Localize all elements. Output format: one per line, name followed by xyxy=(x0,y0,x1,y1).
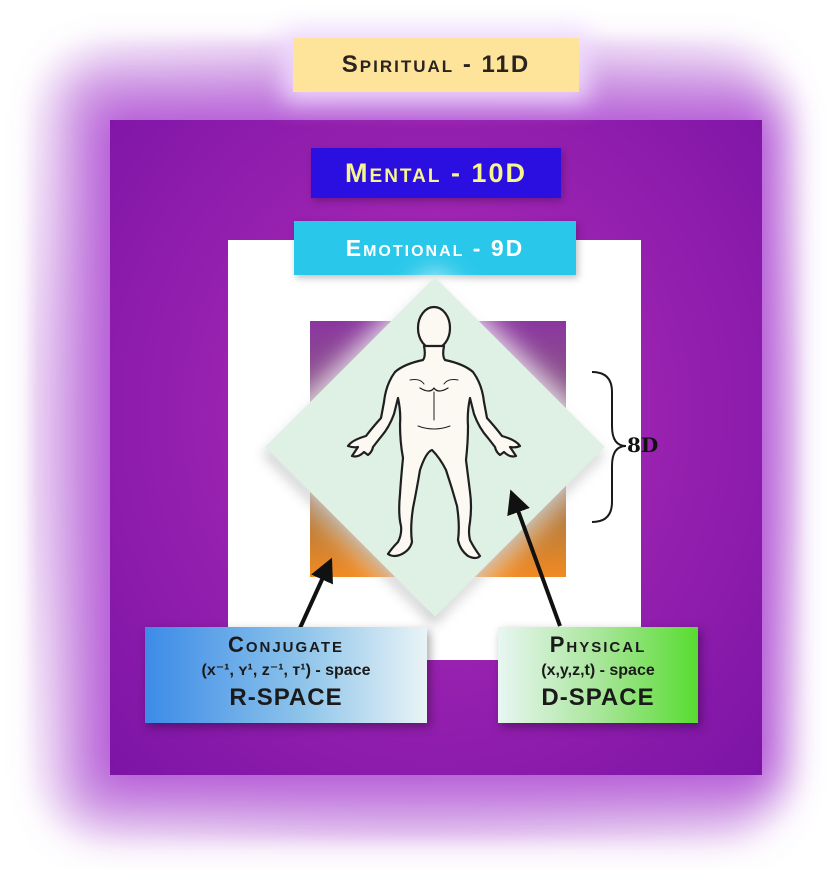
d-space-label: D-SPACE xyxy=(498,684,698,712)
r-space-label: R-SPACE xyxy=(145,684,427,712)
physical-arrow-icon xyxy=(512,494,560,626)
curly-brace-icon xyxy=(592,372,626,522)
human-figure-icon xyxy=(348,307,520,558)
conjugate-arrow-icon xyxy=(300,562,330,628)
conjugate-coords: (x⁻¹, ʏ¹, z⁻¹, ᴛ¹) - space xyxy=(145,660,427,682)
physical-coords: (x,y,z,t) - space xyxy=(498,660,698,682)
physical-box: Physical (x,y,z,t) - space D-SPACE xyxy=(498,627,698,723)
dimension-8d-label: 8D xyxy=(627,433,658,457)
conjugate-box: Conjugate (x⁻¹, ʏ¹, z⁻¹, ᴛ¹) - space R-S… xyxy=(145,627,427,723)
physical-title: Physical xyxy=(498,633,698,657)
conjugate-title: Conjugate xyxy=(145,633,427,657)
